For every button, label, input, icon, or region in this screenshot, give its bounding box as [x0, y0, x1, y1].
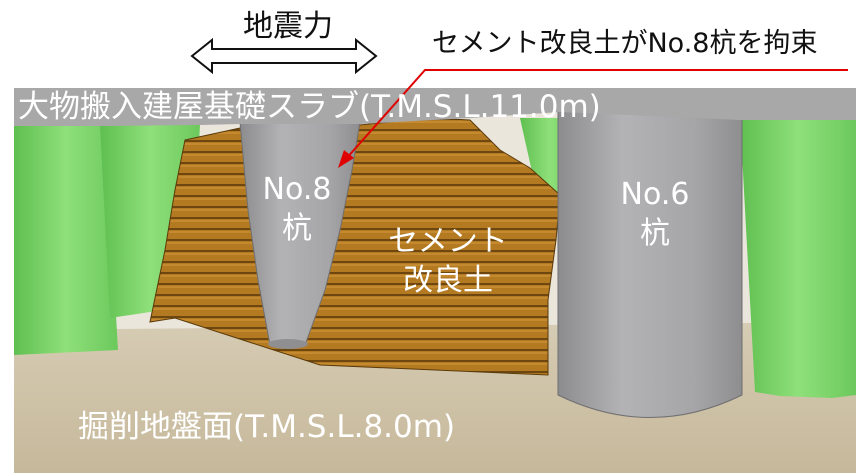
pile-no6-label-line2: 杭: [640, 216, 670, 251]
pile-no8-base: [268, 339, 308, 349]
pile-no8-label-line2: 杭: [282, 211, 312, 246]
pile-no6-label: No.6 杭: [600, 175, 710, 253]
restraint-leader-line: [344, 69, 848, 161]
pile-no6: [557, 109, 743, 418]
pile-no8-label-line1: No.8: [262, 172, 332, 207]
seismic-force-label: 地震力: [243, 9, 333, 44]
cement-restraint-label: セメント改良土がNo.8杭を拘束: [432, 28, 818, 59]
green-pile-left: [14, 125, 118, 355]
slab-label: 大物搬入建屋基礎スラブ(T.M.S.L.11.0m): [18, 89, 601, 125]
ground-surface-label: 掘削地盤面(T.M.S.L.8.0m): [78, 409, 456, 445]
cement-soil-label-line1: セメント: [388, 224, 508, 259]
green-pile-right: [740, 118, 856, 398]
pile-no6-label-line1: No.6: [620, 177, 690, 212]
pile-no8-label: No.8 杭: [252, 170, 342, 248]
cement-soil-label: セメント 改良土: [388, 222, 508, 300]
restraint-arrowhead-icon: [338, 150, 354, 168]
foundation-slab: [14, 88, 856, 126]
seismic-force-arrow-icon: [190, 37, 378, 75]
pile-no8: [239, 121, 361, 346]
cement-soil-label-line2: 改良土: [403, 263, 493, 298]
